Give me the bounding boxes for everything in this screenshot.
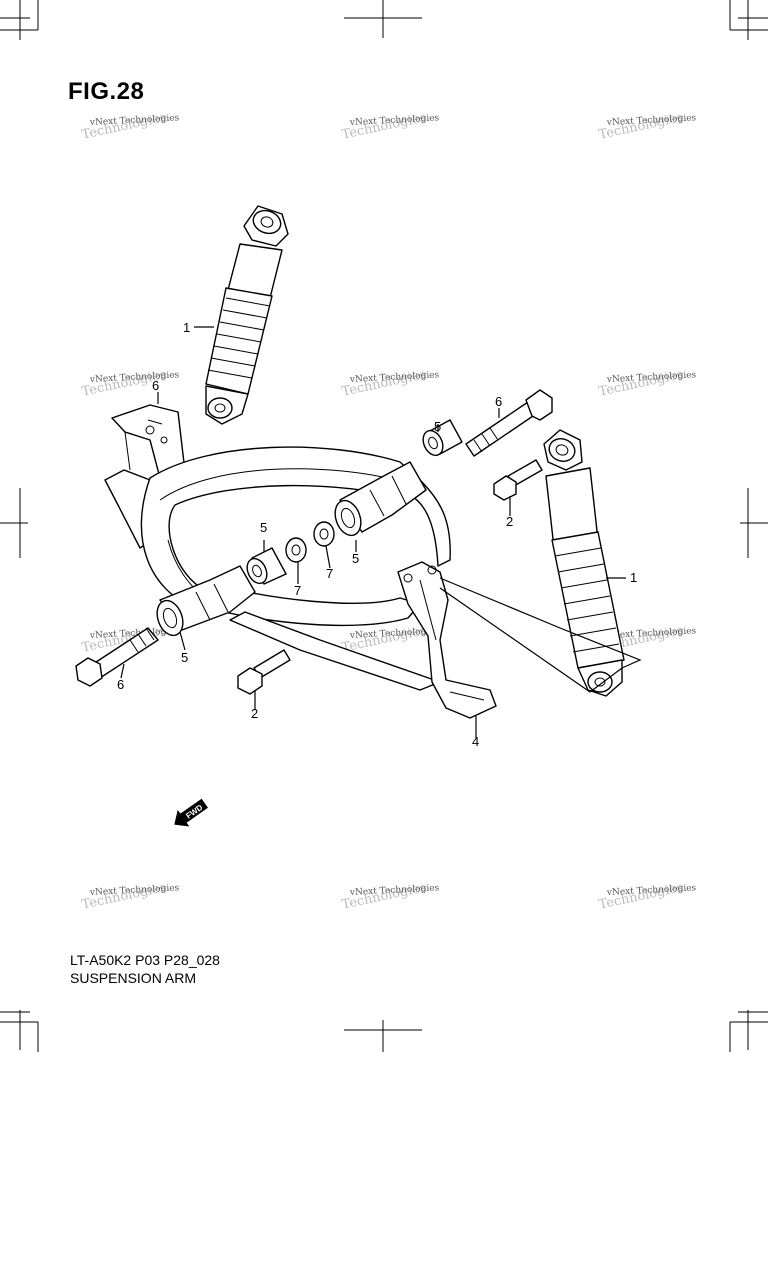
callout-7: 7 (326, 566, 333, 581)
watermark-text: vNext Technologies (89, 883, 180, 898)
pivot-boss-left (156, 565, 256, 637)
leader-lines (120, 326, 642, 738)
washer-right (313, 521, 335, 547)
callout-5: 5 (260, 520, 267, 535)
bolt-short-upper (493, 459, 543, 501)
callout-6: 6 (152, 378, 159, 393)
watermark: Technologies vNext Technologies (340, 880, 439, 913)
watermark-text: vNext Technologies (349, 626, 440, 641)
watermark: Technologies vNext Technologies (597, 367, 696, 400)
watermark-text: vNext Technologies (349, 113, 440, 128)
watermark-text: vNext Technologies (606, 370, 697, 385)
watermark: Technologies vNext Technologies (597, 110, 696, 143)
assembly-name: SUSPENSION ARM (70, 970, 197, 986)
watermark-text: vNext Technologies (89, 626, 180, 641)
watermark-text: vNext Technologies (606, 113, 697, 128)
watermark: Technologies vNext Technologies (597, 880, 696, 913)
watermark-text: vNext Technologies (606, 626, 697, 641)
callout-2: 2 (506, 514, 513, 529)
bracket (397, 561, 497, 719)
washer-left (285, 537, 307, 563)
bolt-long-upper (465, 389, 553, 457)
shock-absorber-upper (205, 205, 289, 425)
pivot-boss-right (334, 461, 427, 537)
registration-marks (0, 0, 768, 1052)
figure-title: FIG.28 (68, 78, 145, 105)
fwd-arrow-icon: FWD (174, 798, 208, 827)
callout-6: 6 (495, 394, 502, 409)
watermark: Technologies vNext Technologies (80, 367, 179, 400)
shock-absorber-right (543, 429, 625, 697)
bushing-middle (246, 547, 287, 585)
watermark: Technologies vNext Technologies (340, 110, 439, 143)
callout-5: 5 (352, 551, 359, 566)
callout-labels: 1 1 2 2 4 5 5 5 5 6 6 6 7 7 (117, 320, 637, 749)
watermark-text: vNext Technologies (606, 883, 697, 898)
callout-4: 4 (472, 734, 479, 749)
watermark-text: vNext Technologies (349, 883, 440, 898)
callout-6: 6 (117, 677, 124, 692)
callout-7: 7 (294, 583, 301, 598)
callout-5: 5 (181, 650, 188, 665)
watermark-text: vNext Technologies (349, 370, 440, 385)
callout-5: 5 (434, 419, 441, 434)
watermark: Technologies vNext Technologies (80, 110, 179, 143)
callout-1: 1 (183, 320, 190, 335)
bolt-short-lower (237, 649, 291, 695)
watermark: Technologies vNext Technologies (340, 367, 439, 400)
callout-2: 2 (251, 706, 258, 721)
watermark: Technologies vNext Technologies (80, 880, 179, 913)
suspension-arm-frame (104, 404, 451, 691)
callout-1: 1 (630, 570, 637, 585)
bolt-long-lower (75, 627, 159, 687)
watermark-text: vNext Technologies (89, 370, 180, 385)
watermark-text: vNext Technologies (89, 113, 180, 128)
bushing-upper (422, 419, 463, 457)
page-code: LT-A50K2 P03 P28_028 (70, 952, 220, 968)
